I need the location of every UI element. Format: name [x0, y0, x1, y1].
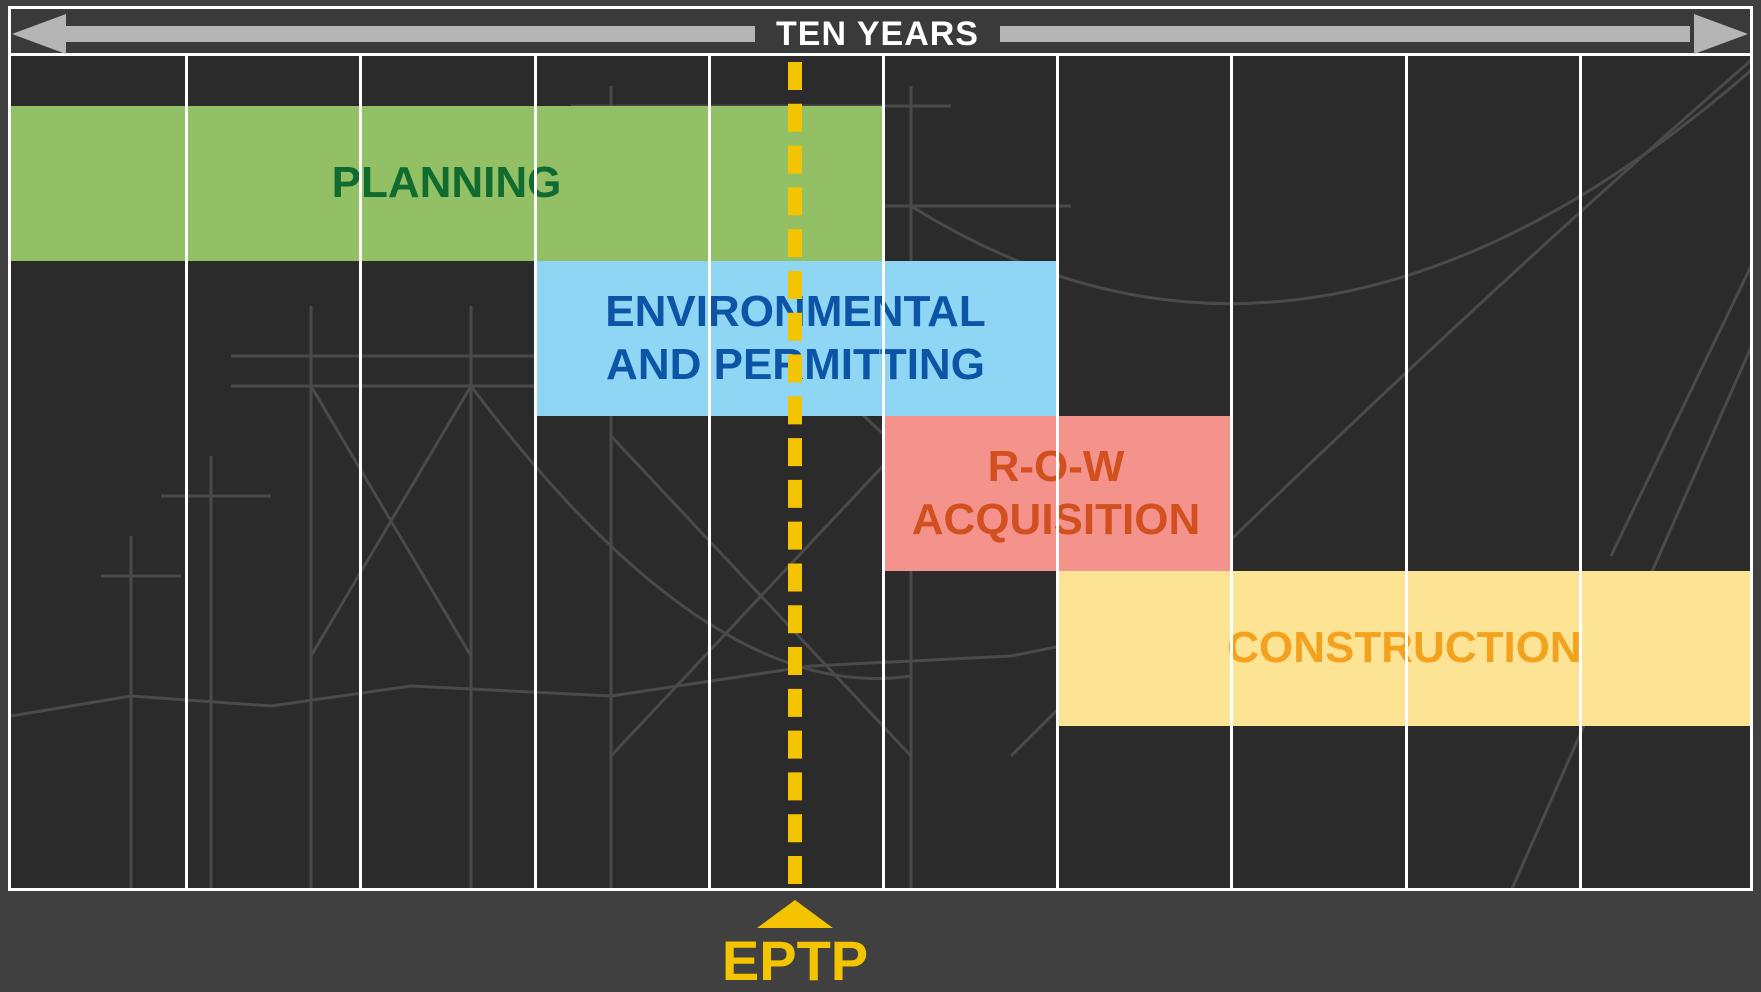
eptp-label: EPTP [721, 929, 869, 992]
timeline-arrow-shaft-left [60, 26, 755, 42]
timeline-arrow-shaft-right [1000, 26, 1690, 42]
arrow-right-icon [1694, 14, 1748, 54]
arrow-left-icon [12, 14, 66, 54]
phase-label-line: PLANNING [331, 158, 562, 208]
phase-label-line: R-O-W [987, 441, 1125, 491]
timeline-label: TEN YEARS [776, 15, 979, 53]
eptp-triangle-icon [757, 900, 833, 928]
phase-label-construction: CONSTRUCTION [1227, 622, 1581, 675]
eptp-marker-line [788, 62, 802, 884]
phase-label-line: ACQUISITION [911, 494, 1201, 544]
phase-bar-planning: PLANNING [11, 106, 882, 261]
phase-bar-construction: CONSTRUCTION [1056, 571, 1750, 726]
phase-label-line: CONSTRUCTION [1227, 623, 1582, 673]
phase-label-planning: PLANNING [332, 157, 562, 210]
